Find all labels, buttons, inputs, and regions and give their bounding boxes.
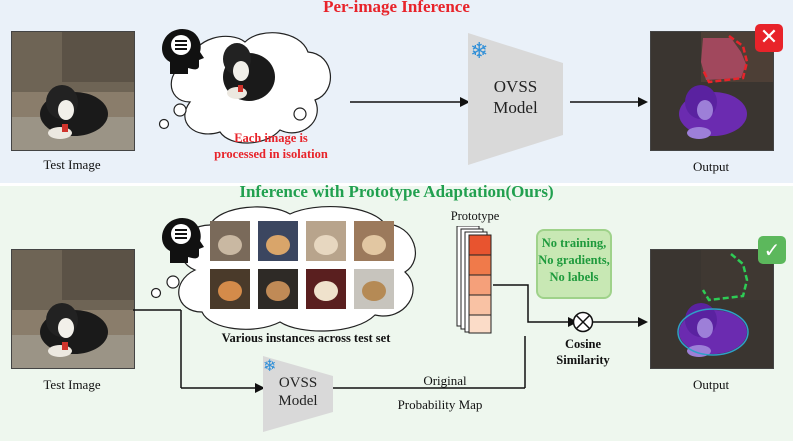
output-label-bottom: Output <box>692 377 730 392</box>
ovss-model-line-1: OVSS <box>493 77 538 96</box>
per-image-title: Per-image Inference <box>323 0 470 16</box>
instances-caption: Various instances across test set <box>221 331 391 345</box>
isolation-line-2: processed in isolation <box>214 147 328 161</box>
head-icon <box>162 217 204 263</box>
dog-cutout <box>223 43 275 101</box>
output-image-top <box>650 31 774 151</box>
no-training-badge: No training, No gradients, No labels <box>536 229 612 299</box>
snowflake-icon: ❄ <box>263 358 277 375</box>
test-image-top <box>11 31 135 151</box>
prototype-title: Inference with Prototype Adaptation(Ours… <box>239 182 554 201</box>
ovss-model-line-2: Model <box>493 98 538 117</box>
cosine-similarity-label: Cosine Similarity <box>540 336 626 368</box>
flow-lines-bottom <box>133 309 526 393</box>
isolation-line-1: Each image is <box>234 131 308 145</box>
cosine-line-1: Cosine <box>564 337 602 351</box>
test-image-label-top: Test Image <box>43 157 101 172</box>
ovss-model-label-bottom: OVSS Model <box>263 374 333 410</box>
badge-line-3: No labels <box>549 270 599 284</box>
prototype-label: Prototype <box>450 209 500 223</box>
arrow-to-output-top <box>570 97 648 107</box>
ovss-model-bottom-line-2: Model <box>278 393 318 409</box>
cosine-operator <box>572 311 648 333</box>
isolation-note: Each image is processed in isolation <box>196 130 346 162</box>
arrow-to-model-top <box>350 97 470 107</box>
snowflake-icon: ❄ <box>470 38 489 63</box>
badge-line-1: No training, <box>541 236 607 250</box>
pass-check-icon: ✓ <box>758 236 786 264</box>
ovss-model-bottom-line-1: OVSS <box>278 375 318 391</box>
head-icon <box>162 28 204 74</box>
ovss-model-top <box>468 33 563 165</box>
fail-cross-icon: ✕ <box>755 24 783 52</box>
ovss-model-bottom <box>263 356 333 432</box>
output-image-bottom <box>650 249 774 369</box>
instance-thumbnails <box>210 221 394 309</box>
output-label-top: Output <box>692 159 730 174</box>
ovss-model-label-top: OVSS Model <box>468 76 563 118</box>
prob-map-line-1: Original <box>423 373 467 388</box>
test-image-bottom <box>11 249 135 369</box>
prob-map-line-2: Probability Map <box>397 397 483 412</box>
prototype-stack <box>456 226 492 334</box>
badge-line-2: No gradients, <box>538 253 610 267</box>
cosine-line-2: Similarity <box>556 353 610 367</box>
test-image-label-bottom: Test Image <box>43 377 101 392</box>
